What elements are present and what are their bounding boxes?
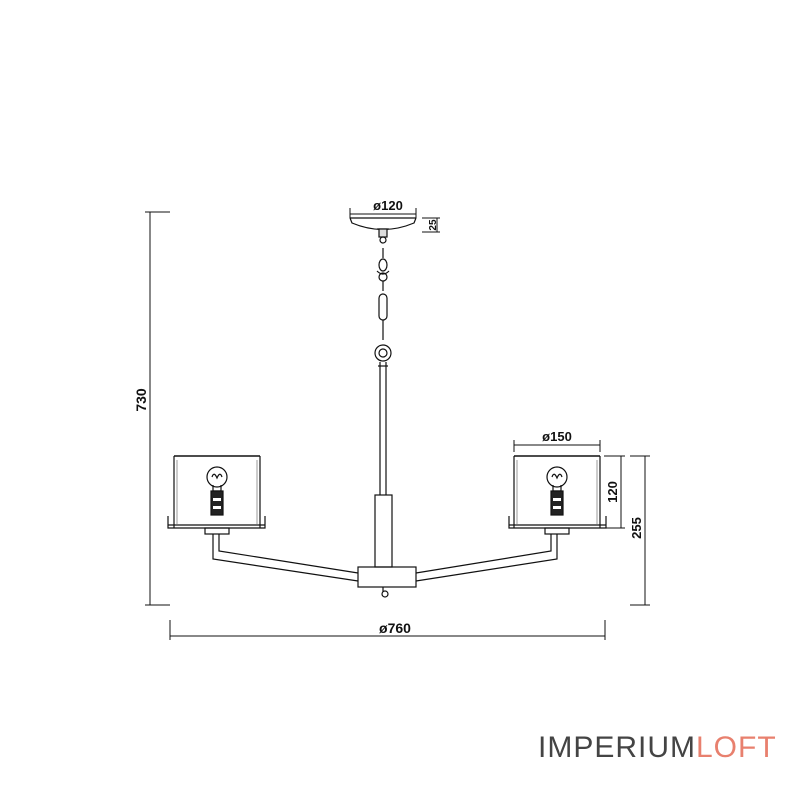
brand-name-part1: IMPERIUM xyxy=(538,731,696,764)
dimension-line-canopy-diameter xyxy=(349,208,417,218)
right-lamp-shade xyxy=(508,455,607,535)
dimension-line-shade-diameter xyxy=(513,440,601,452)
left-lamp-shade xyxy=(167,455,266,535)
overall-diameter-label: ø760 xyxy=(379,620,411,636)
dimension-line-arm-height xyxy=(630,455,650,606)
shade-diameter-label: ø150 xyxy=(542,429,572,444)
central-stem xyxy=(357,362,417,598)
brand-logo: IMPERIUMLOFT xyxy=(538,733,777,763)
left-bulb xyxy=(206,466,228,516)
dimension-line-overall-diameter xyxy=(169,620,606,640)
ceiling-canopy xyxy=(349,217,417,244)
canopy-height-label: 25 xyxy=(428,219,439,231)
arm-height-label: 255 xyxy=(629,517,644,539)
overall-height-label: 730 xyxy=(133,388,149,412)
dimension-line-shade-height xyxy=(604,455,625,529)
hanging-chain xyxy=(374,248,392,362)
dimension-line-overall-height xyxy=(145,211,170,606)
brand-name-part2: LOFT xyxy=(696,731,777,764)
right-bulb xyxy=(546,466,568,516)
shade-height-label: 120 xyxy=(605,481,620,503)
dimension-line-canopy-height xyxy=(422,217,440,233)
left-arm xyxy=(212,534,359,582)
right-arm xyxy=(415,534,558,582)
canopy-diameter-label: ø120 xyxy=(373,198,403,213)
